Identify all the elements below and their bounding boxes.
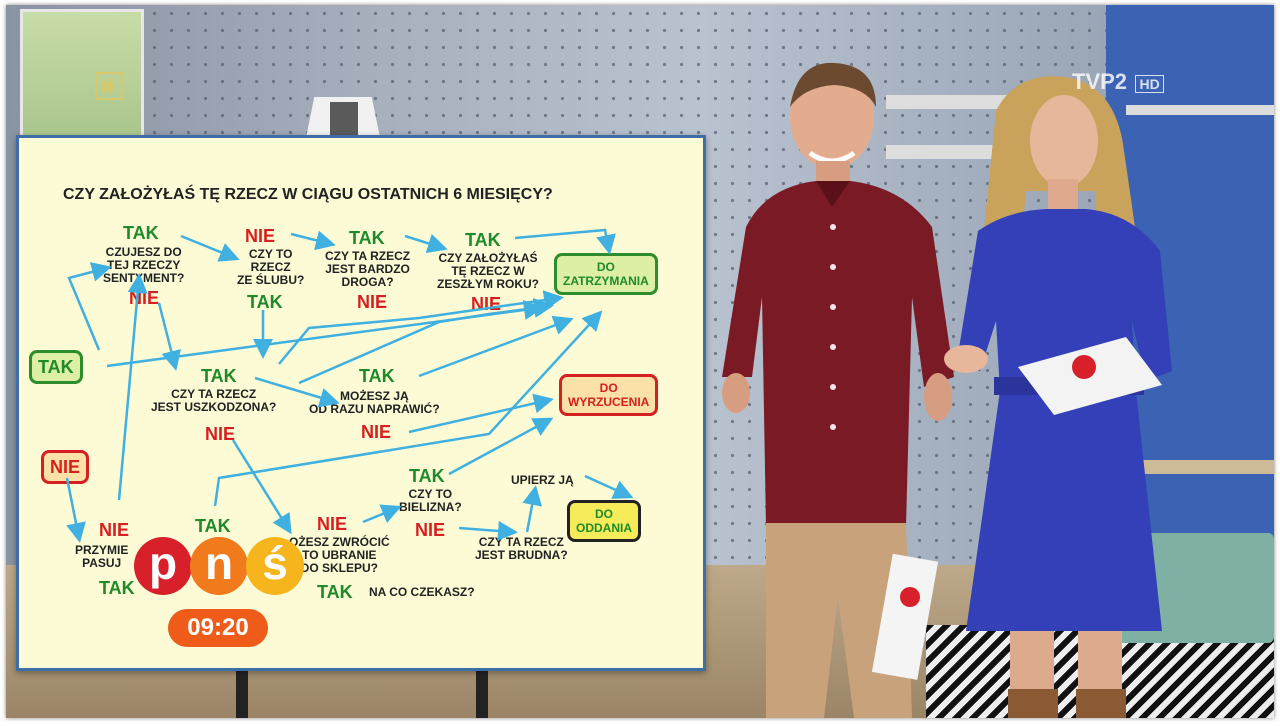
logo-letter-s: ś: [246, 537, 304, 595]
question-wedding: CZY TO RZECZ ZE ŚLUBU?: [237, 247, 305, 287]
logo-letter-p: p: [134, 537, 192, 595]
arrow: [290, 230, 336, 251]
flowchart-arrows: [65, 228, 634, 543]
easel-leg: [236, 665, 248, 718]
arrow: [362, 504, 402, 524]
arrow: [408, 393, 554, 434]
time-badge: 09:20: [168, 609, 268, 647]
label-tak: TAK: [409, 466, 445, 486]
flowchart-board: CZY ZAŁOŻYŁAŚ TĘ RZECZ W CIĄGU OSTATNICH…: [16, 135, 706, 671]
wash-it: UPIERZ JĄ: [511, 473, 574, 487]
question-try-on: PRZYMIE PASUJ: [75, 543, 129, 570]
label-tak: TAK: [359, 366, 395, 386]
arrow: [117, 273, 148, 501]
label-nie: NIE: [99, 520, 130, 540]
arrow: [254, 376, 340, 408]
label-tak: TAK: [317, 582, 353, 602]
arrow: [448, 417, 554, 476]
question-return: OŻESZ ZWRÓCIĆ TO UBRANIE DO SKLEPU?: [289, 535, 390, 575]
label-tak: TAK: [123, 223, 159, 243]
female-host: [944, 76, 1172, 718]
channel-logo: TVP2 HD: [1072, 69, 1164, 95]
arrow: [418, 315, 574, 378]
arrow: [458, 520, 518, 541]
label-tak: TAK: [201, 366, 237, 386]
label-nie: NIE: [415, 520, 446, 540]
box-throw-away: DO WYRZUCENIA: [559, 374, 659, 416]
arrow: [157, 302, 181, 371]
studio-window: ▣: [20, 9, 144, 145]
arrow: [584, 474, 634, 499]
logo-letter-n: n: [190, 537, 248, 595]
shelf: [886, 145, 1026, 159]
question-damaged: CZY TA RZECZ JEST USZKODZONA?: [151, 387, 277, 414]
channel-name: TVP2: [1072, 69, 1128, 94]
label-tak: TAK: [247, 292, 283, 312]
side-table: [1136, 460, 1274, 474]
board-title: CZY ZAŁOŻYŁAŚ TĘ RZECZ W CIĄGU OSTATNICH…: [63, 186, 553, 203]
arrow: [180, 234, 240, 262]
box-tak: TAK: [29, 350, 83, 384]
label-tak: TAK: [349, 228, 385, 248]
arrow: [522, 485, 543, 533]
arrow: [67, 262, 112, 351]
background-logo: ▣: [95, 72, 123, 100]
hd-badge: HD: [1135, 75, 1164, 93]
show-logo: p n ś: [134, 531, 306, 601]
label-tak: TAK: [195, 516, 231, 536]
label-nie: NIE: [205, 424, 236, 444]
bookshelf: [1126, 105, 1274, 115]
arrow: [65, 477, 86, 543]
box-nie: NIE: [41, 450, 90, 484]
shelf: [886, 95, 1036, 109]
label-tak: TAK: [99, 578, 135, 598]
arrow: [298, 298, 554, 385]
label-tak: TAK: [465, 230, 501, 250]
male-host: [722, 62, 954, 718]
question-dirty: CZY TA RZECZ JEST BRUDNA?: [475, 535, 568, 562]
question-expensive: CZY TA RZECZ JEST BARDZO DROGA?: [325, 249, 411, 289]
what-are-you-waiting: NA CO CZEKASZ?: [369, 585, 475, 599]
label-nie: NIE: [245, 226, 276, 246]
label-nie: NIE: [357, 292, 388, 312]
arrow: [278, 290, 564, 365]
easel-leg: [476, 665, 488, 718]
arrow: [514, 228, 616, 255]
question-last-year: CZY ZAŁOŻYŁAŚ TĘ RZECZ W ZESZŁYM ROKU?: [437, 251, 539, 291]
box-give-away: DO ODDANIA: [567, 500, 641, 542]
arrow: [213, 310, 603, 507]
label-nie: NIE: [317, 514, 348, 534]
arrow: [231, 439, 292, 535]
tv-screen: ▣ CZY ZAŁOŻYŁAŚ TĘ RZECZ W CIĄGU OSTATNI…: [6, 5, 1274, 718]
arrow: [404, 233, 448, 254]
question-underwear: CZY TO BIELIZNA?: [399, 487, 462, 514]
label-nie: NIE: [361, 422, 392, 442]
